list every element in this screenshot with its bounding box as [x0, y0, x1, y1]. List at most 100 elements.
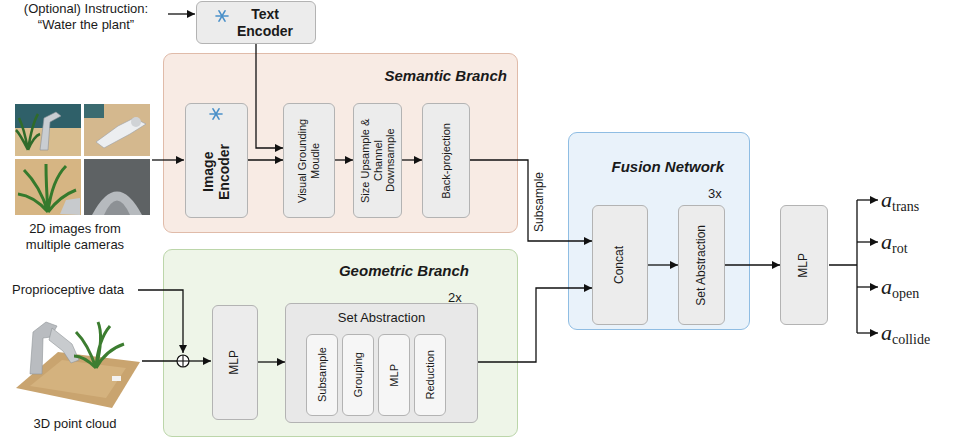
connector-arrow: [402, 159, 422, 160]
point-cloud: [30, 360, 126, 398]
camera-image: [92, 192, 142, 216]
edge-label: Subsample: [533, 172, 547, 232]
frozen-icon: [219, 11, 225, 21]
camera-image: [84, 104, 150, 156]
module-label: Set Abstraction: [286, 310, 477, 326]
camera-image: [40, 112, 61, 150]
panel-title: Geometric Branch: [164, 262, 469, 280]
module-box: MLP: [212, 305, 258, 420]
label-box: 2x: [448, 290, 462, 306]
module-label: Set Abstraction: [695, 225, 709, 306]
label-box: 3x: [708, 186, 722, 202]
module-label: Size Upsample & Channel Downsample: [359, 109, 397, 212]
module-label: Text Encoder: [229, 6, 301, 38]
frozen-icon: [210, 109, 222, 119]
annotation-text: 3D point cloud: [20, 416, 130, 432]
annotation-text: 2D images from multiple cameras: [8, 221, 142, 253]
connector-arrow: [248, 159, 283, 160]
module-label: Concat: [613, 246, 627, 284]
sum-symbol: [177, 355, 189, 367]
proprioceptive-arrow: [138, 290, 183, 353]
camera-image: [84, 159, 150, 215]
module-box: Size Upsample & Channel Downsample: [353, 103, 402, 218]
label-box: acollide: [881, 322, 930, 351]
point-cloud: [74, 322, 124, 368]
module-label: MLP: [388, 364, 401, 387]
module-box: Subsample: [306, 334, 338, 416]
camera-image: [104, 201, 130, 216]
camera-image: [131, 117, 141, 127]
label-box: 3D point cloud: [20, 416, 130, 432]
output-arrows: [829, 200, 857, 333]
camera-image: [84, 159, 150, 215]
module-box: Concat: [592, 205, 648, 325]
connector-arrow: [258, 361, 285, 362]
module-label: Grouping: [352, 352, 365, 397]
label-box: (Optional) Instruction: “Water the plant…: [6, 1, 166, 33]
camera-image: [15, 104, 81, 156]
camera-image: [15, 159, 81, 215]
edge-label-box: Subsample: [533, 172, 547, 232]
annotation-text: 3x: [708, 186, 722, 202]
label-box: 2D images from multiple cameras: [8, 221, 142, 253]
point-cloud: [49, 328, 79, 363]
output-arrows: [829, 200, 878, 333]
camera-image: [16, 114, 40, 150]
annotation-text: 2x: [448, 290, 462, 306]
annotation-text: Proprioceptive data: [12, 282, 124, 298]
connector-arrow: [335, 159, 353, 160]
cloud-arrow: [189, 360, 211, 361]
frozen-icon: [219, 11, 225, 21]
branch-panel: Fusion NetworkConcat Set Abstraction: [568, 132, 750, 330]
image-arrow: [152, 159, 184, 160]
module-box: Image Encoder: [185, 103, 248, 218]
connector-arrow: [725, 264, 780, 265]
branch-panel: Semantic BranchImage Encoder Visual Groun…: [163, 53, 518, 233]
frozen-icon: [213, 109, 219, 119]
module-box: MLP: [780, 205, 828, 325]
connector-arrow: [470, 160, 592, 241]
sum-symbol: [177, 355, 189, 367]
output-arrows: [857, 332, 878, 333]
panel-title: Fusion Network: [569, 158, 724, 176]
camera-image: [15, 159, 81, 215]
camera-image: [60, 198, 80, 215]
module-label: Back-projection: [440, 123, 453, 199]
image-arrow: [152, 160, 184, 161]
annotation-text: (Optional) Instruction: “Water the plant…: [6, 1, 166, 33]
instruction-arrow: [168, 13, 195, 14]
output-arrows: [857, 199, 878, 200]
action-output: atrans: [881, 189, 919, 218]
sum-symbol: [182, 355, 183, 367]
module-box: MLP: [378, 334, 410, 416]
module-group: Set AbstractionSubsample Grouping MLP Reduc…: [285, 303, 478, 423]
camera-image: [96, 118, 146, 148]
action-output: acollide: [881, 322, 930, 351]
camera-image: [84, 104, 104, 118]
label-box: arot: [881, 231, 908, 260]
panel-title: Semantic Branch: [164, 67, 507, 85]
label-box: aopen: [881, 276, 919, 305]
point-cloud: [16, 322, 140, 408]
module-label: Visual Grounding Moudle: [296, 109, 321, 212]
connector-arrow: [648, 264, 678, 265]
module-box: Reduction: [414, 334, 446, 416]
module-box: Grouping: [342, 334, 374, 416]
module-label: MLP: [797, 253, 811, 278]
action-output: aopen: [881, 276, 919, 305]
frozen-icon: [213, 109, 219, 119]
cloud-arrow: [142, 361, 211, 362]
module-label: Image Encoder: [200, 136, 232, 208]
proprioceptive-arrow: [138, 290, 183, 353]
point-cloud: [112, 376, 121, 381]
instruction-arrow: [168, 14, 195, 15]
module-label: Reduction: [424, 350, 437, 400]
encoder-box: Text Encoder: [196, 1, 316, 44]
cloud-arrow: [142, 360, 177, 361]
module-box: Visual Grounding Moudle: [283, 103, 335, 218]
